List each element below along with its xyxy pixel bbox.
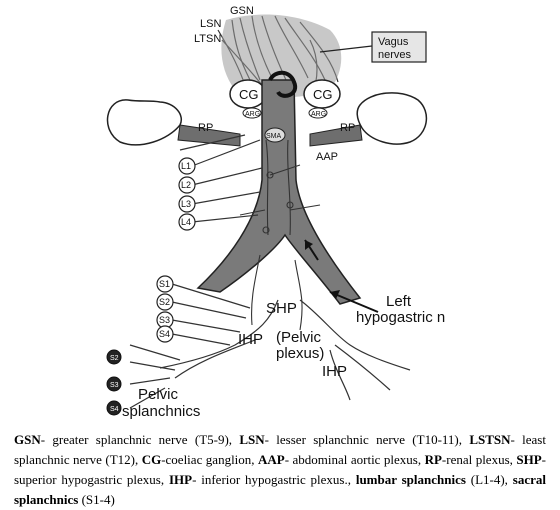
label-shp: SHP bbox=[266, 300, 297, 317]
label-vagus-line1: Vagus bbox=[378, 36, 409, 48]
pelvic-nerves bbox=[129, 299, 411, 409]
label-small-s2: S2 bbox=[110, 355, 119, 362]
vagus-pointer bbox=[319, 45, 373, 53]
caption-definition: -renal plexus, bbox=[441, 452, 517, 467]
label-pelvic-plexus: (Pelvic plexus) bbox=[276, 329, 325, 362]
caption-definition: (S1-4) bbox=[78, 492, 115, 507]
pelvic-splanchnic-markers bbox=[106, 349, 122, 416]
label-ltsn: LTSN bbox=[194, 33, 221, 45]
aorta-flow-arrowhead bbox=[305, 240, 313, 250]
lumbar-circles bbox=[178, 157, 196, 231]
left-arg-ganglion bbox=[242, 107, 262, 119]
label-vagus-line2: nerves bbox=[378, 49, 412, 61]
label-pelvic-splanchnics-line1: Pelvic bbox=[138, 386, 179, 403]
caption-definition: -superior hypogastric plexus, bbox=[14, 452, 546, 487]
splanchnic-nerve-diagram: GSN LSN LTSN Vagus nerves CG CG ARG ARG … bbox=[106, 5, 446, 420]
sacral-circles bbox=[156, 275, 174, 343]
left-hypogastric-arrow bbox=[329, 291, 379, 313]
label-pelvic-plexus-line2: plexus) bbox=[276, 345, 324, 362]
label-vagus: Vagus nerves bbox=[378, 36, 412, 61]
caption-term: CG bbox=[141, 452, 162, 467]
label-left-hypogastric: Left hypogastric n bbox=[356, 293, 445, 326]
figure-caption: GSN- greater splanchnic nerve (T5-9), LS… bbox=[14, 430, 546, 510]
caption-definition: - abdominal aortic plexus, bbox=[284, 452, 425, 467]
label-l3: L3 bbox=[181, 199, 191, 209]
caption-definition: - least splanchnic nerve (T12), bbox=[14, 432, 546, 467]
right-renal-artery bbox=[309, 124, 363, 147]
label-l4: L4 bbox=[181, 217, 191, 227]
label-ihp-right: IHP bbox=[322, 363, 347, 380]
caption-definition: - inferior hypogastric plexus., bbox=[192, 472, 356, 487]
caption-term: sacral splanchnics bbox=[14, 472, 546, 507]
sacral-splanchnics bbox=[171, 283, 251, 346]
left-renal-artery bbox=[177, 124, 241, 147]
caption-definition: - greater splanchnic nerve (T5-9), bbox=[40, 432, 240, 447]
caption-term: lumbar splanchnics bbox=[355, 472, 466, 487]
label-pelvic-plexus-line1: (Pelvic bbox=[276, 329, 322, 346]
aortic-plexus-nerves bbox=[239, 139, 321, 331]
label-rp-left: RP bbox=[198, 122, 213, 134]
label-cg-right: CG bbox=[313, 87, 333, 102]
label-ihp-left: IHP bbox=[238, 331, 263, 348]
caption-term: SHP bbox=[516, 452, 542, 467]
label-left-hypogastric-line2: hypogastric n bbox=[356, 309, 445, 326]
right-arg-ganglion bbox=[308, 107, 328, 119]
label-l1: L1 bbox=[181, 161, 191, 171]
label-pelvic-splanchnics-line2: splanchnics bbox=[122, 403, 200, 420]
label-aap: AAP bbox=[316, 151, 338, 163]
celiac-trunk bbox=[268, 70, 298, 98]
label-sma: SMA bbox=[266, 133, 282, 140]
caption-term: RP bbox=[424, 452, 442, 467]
caption-term: GSN bbox=[14, 432, 41, 447]
vagus-label-box bbox=[371, 31, 427, 63]
label-s4: S4 bbox=[159, 329, 170, 339]
label-left-hypogastric-line1: Left bbox=[386, 293, 412, 310]
label-arg-left: ARG bbox=[245, 111, 260, 118]
caption-definition: - lesser splanchnic nerve (T10-11), bbox=[264, 432, 470, 447]
label-s3: S3 bbox=[159, 315, 170, 325]
caption-definition: (L1-4), bbox=[465, 472, 513, 487]
label-gsn: GSN bbox=[230, 5, 254, 17]
label-cg-left: CG bbox=[239, 87, 259, 102]
label-pelvic-splanchnics: Pelvic splanchnics bbox=[122, 386, 200, 420]
caption-term: LSN bbox=[239, 432, 265, 447]
caption-definition: -coeliac ganglion, bbox=[161, 452, 259, 467]
label-arg-right: ARG bbox=[311, 111, 326, 118]
left-hypogastric-arrowhead bbox=[330, 290, 340, 299]
thoracic-region bbox=[221, 14, 342, 98]
right-kidney bbox=[356, 92, 428, 145]
label-s2: S2 bbox=[159, 297, 170, 307]
lumbar-splanchnics bbox=[179, 134, 263, 223]
caption-term: LSTSN bbox=[469, 432, 511, 447]
sma-vessel bbox=[264, 127, 286, 143]
label-l2: L2 bbox=[181, 180, 191, 190]
aorta bbox=[196, 79, 362, 305]
caption-term: IHP bbox=[168, 472, 193, 487]
label-s1: S1 bbox=[159, 279, 170, 289]
label-rp-right: RP bbox=[340, 122, 355, 134]
caption-term: AAP bbox=[258, 452, 285, 467]
label-small-s4: S4 bbox=[110, 406, 119, 413]
label-small-s3: S3 bbox=[110, 382, 119, 389]
label-lsn: LSN bbox=[200, 18, 221, 30]
